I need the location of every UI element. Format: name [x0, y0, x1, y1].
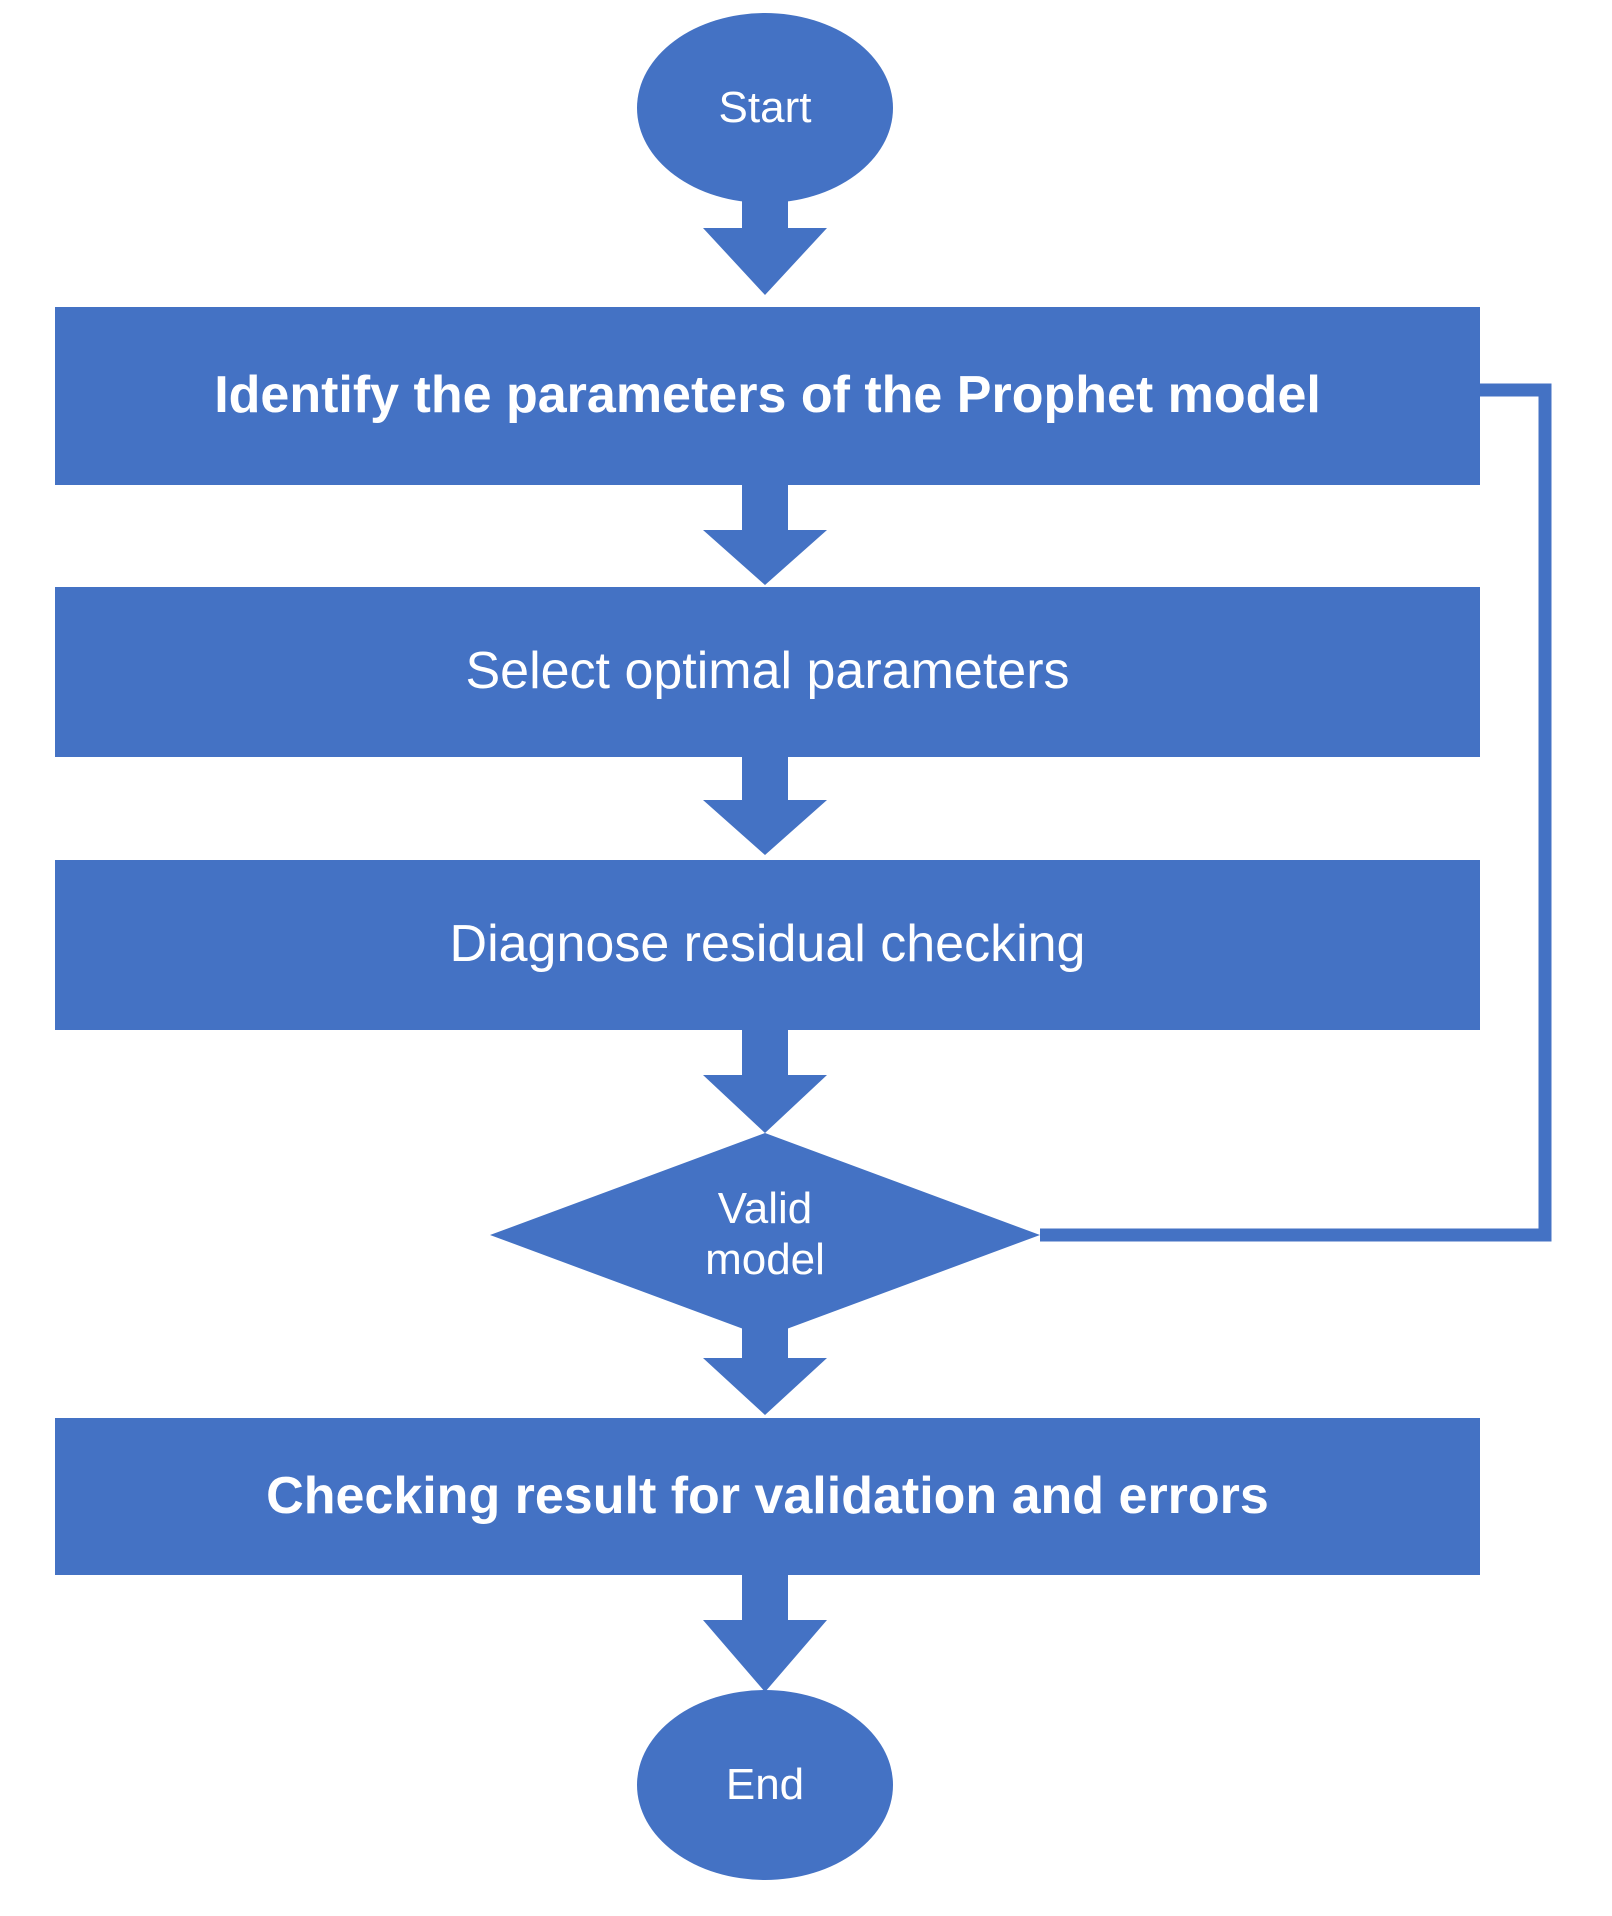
node-end-shape	[637, 1690, 893, 1880]
arrow-diagnose-to-valid	[703, 1030, 827, 1133]
node-start-shape	[637, 13, 893, 203]
edge-valid-to-identify	[1040, 383, 1552, 1242]
node-select-shape	[55, 587, 1480, 757]
node-valid-shape	[490, 1133, 1040, 1337]
node-checking-shape	[55, 1418, 1480, 1575]
node-identify-shape	[55, 307, 1480, 485]
node-diagnose-shape	[55, 860, 1480, 1030]
arrow-checking-to-end	[703, 1575, 827, 1692]
arrow-select-to-diagnose	[703, 757, 827, 855]
arrow-valid-to-checking	[703, 1310, 827, 1415]
arrow-start-to-identify	[703, 180, 827, 295]
arrow-identify-to-select	[703, 485, 827, 585]
